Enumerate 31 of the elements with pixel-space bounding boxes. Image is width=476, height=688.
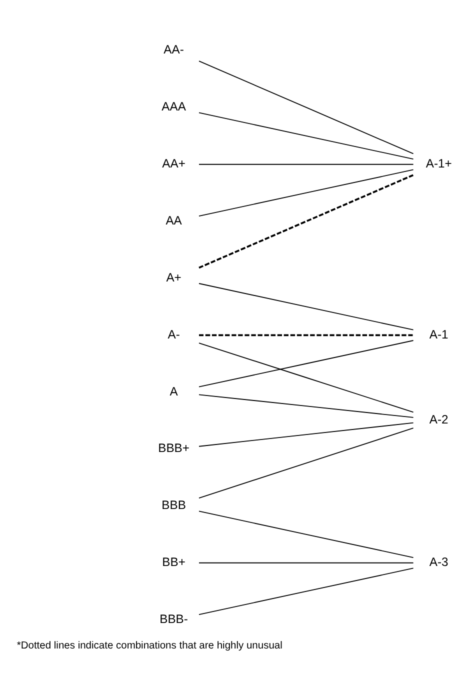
connector bbox=[198, 567, 414, 615]
node-text: BBB bbox=[162, 498, 186, 512]
connector bbox=[199, 334, 414, 336]
node-text: AA bbox=[166, 212, 182, 227]
connector bbox=[198, 394, 414, 418]
connector bbox=[198, 112, 414, 160]
node-text: BBB- bbox=[160, 611, 188, 626]
connector bbox=[198, 340, 414, 387]
node-text: A-3 bbox=[429, 554, 448, 569]
node-text: BB+ bbox=[162, 554, 186, 569]
connector bbox=[198, 342, 414, 412]
node-text: A- bbox=[168, 326, 180, 341]
node-text: A+ bbox=[166, 270, 182, 284]
connector bbox=[198, 427, 414, 498]
node-text: A-1+ bbox=[426, 156, 452, 170]
connector bbox=[198, 163, 414, 164]
node-text: BBB+ bbox=[158, 440, 190, 455]
connector bbox=[198, 282, 414, 330]
node-text: AA+ bbox=[162, 156, 186, 170]
node-text: AA- bbox=[164, 42, 184, 56]
connector bbox=[198, 422, 414, 446]
node-text: A bbox=[170, 384, 178, 398]
connector bbox=[198, 60, 414, 154]
connector bbox=[198, 174, 414, 268]
node-text: A-2 bbox=[429, 412, 448, 426]
node-text: A-1 bbox=[429, 326, 448, 341]
node-text: AAA bbox=[162, 99, 186, 114]
connector bbox=[198, 510, 414, 558]
connector bbox=[198, 168, 414, 216]
connector bbox=[198, 562, 414, 563]
caption: *Dotted lines indicate combinations that are highly unusual bbox=[16, 640, 282, 652]
